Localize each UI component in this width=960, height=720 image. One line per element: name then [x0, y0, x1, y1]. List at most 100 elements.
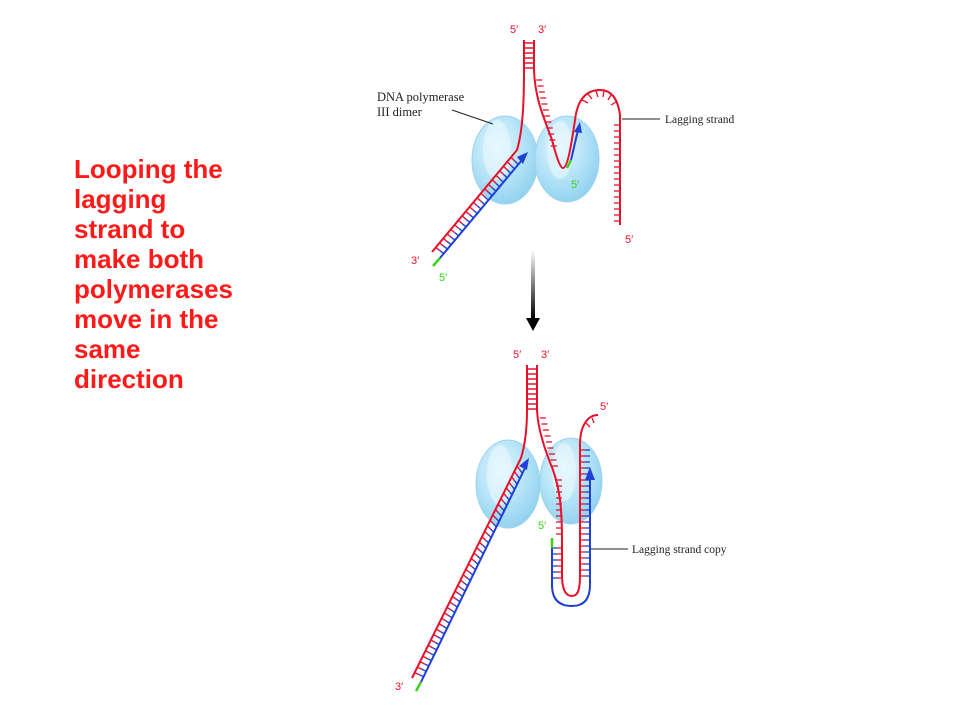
caption-line: strand to [74, 214, 186, 244]
caption: Looping the lagging strand to make both … [74, 154, 284, 394]
base-pair-rung [435, 246, 441, 252]
bottom-diagram: Lagging strand copy 5′ 3′ 5′ 5′ 3′ [395, 349, 727, 693]
base-pair-rung [446, 233, 452, 238]
base-pair-rung [469, 214, 474, 219]
base-pair-rung [449, 601, 454, 606]
base-pair-rung [473, 552, 478, 557]
base-pair-rung [516, 466, 521, 471]
base-pair-rung [476, 197, 482, 202]
leading-arrowhead [519, 458, 529, 470]
base-pair-rung [585, 422, 591, 428]
base-pair-rung [513, 480, 518, 485]
base-pair-rung [479, 541, 484, 546]
base-pair-rung [458, 593, 464, 597]
base-pair-rung [476, 547, 481, 552]
base-pair-rung [492, 523, 497, 528]
base-pair-rung [465, 568, 470, 573]
base-pair-rung [473, 201, 478, 207]
base-pair-rung [427, 644, 433, 649]
base-pair-rung [463, 582, 469, 587]
base-pair-rung [490, 528, 495, 533]
base-pair-rung [468, 563, 473, 568]
base-pair-rung [446, 606, 452, 611]
base-pair-rung [446, 241, 452, 246]
caption-line: same [74, 334, 141, 364]
base-pair-rung [450, 236, 456, 241]
base-pair-rung [492, 514, 497, 519]
base-pair-rung [457, 219, 463, 225]
base-pair-rung [514, 471, 518, 476]
base-pair-rung [511, 485, 516, 490]
base-pair-rung [435, 628, 441, 633]
base-pair-rung [506, 161, 512, 166]
base-pair-rung [439, 242, 444, 247]
base-pair-rung [460, 579, 465, 584]
polymerase-label-line2: III dimer [377, 105, 423, 119]
base-pair-rung [425, 650, 431, 654]
base-pair-rung [454, 224, 459, 229]
primer-top-lagging [565, 159, 573, 169]
base-pair-rung [433, 633, 439, 638]
base-pair-rung [595, 90, 599, 98]
base-pair-rung [495, 174, 501, 180]
base-pair-rung [500, 498, 505, 503]
base-pair-rung [484, 531, 489, 536]
base-pair-rung [487, 525, 492, 530]
base-pair-rung [503, 173, 508, 179]
base-pair-rung [503, 493, 508, 498]
end-label-3prime: 3′ [538, 24, 546, 36]
base-pair-rung [481, 536, 486, 541]
base-pair-rung [437, 636, 443, 640]
base-pair-rung [442, 237, 448, 243]
base-pair-rung [434, 641, 440, 646]
end-label-5prime: 5′ [510, 24, 518, 36]
end-label-3prime: 3′ [411, 255, 419, 267]
base-pair-rung [419, 661, 425, 665]
caption-line: move in the [74, 304, 219, 334]
base-pair-rung [457, 585, 462, 589]
lagging-new-strand [570, 129, 579, 161]
lagging-strand-copy-label: Lagging strand copy [632, 544, 727, 556]
base-pair-rung [476, 555, 482, 560]
base-pair-rung [438, 623, 444, 627]
leading-template-strand [431, 69, 525, 253]
base-pair-rung [516, 474, 521, 480]
base-pair-rung [461, 215, 467, 220]
lagging-strand-label: Lagging strand [665, 114, 735, 126]
parental-duplex [523, 40, 535, 70]
base-pair-rung [480, 200, 486, 206]
base-pair-rung [476, 205, 482, 210]
lagging-template-strand [533, 69, 621, 225]
base-pair-rung [424, 663, 430, 667]
base-pair-rung [506, 169, 512, 174]
base-pair-rung [450, 228, 456, 234]
base-pair-rung [432, 647, 437, 651]
base-pair-rung [418, 673, 424, 678]
base-pair-rung [499, 170, 504, 175]
base-pair-rung [491, 187, 497, 192]
end-label-5prime: 5′ [513, 349, 521, 361]
base-pair-rung [429, 652, 435, 656]
base-pair-rung [511, 476, 516, 482]
base-pair-rung [452, 596, 457, 600]
base-pair-rung [469, 571, 474, 576]
base-pair-rung [442, 625, 448, 630]
base-pair-rung [508, 482, 513, 487]
caption-line: direction [74, 364, 184, 394]
base-pair-rung [602, 90, 605, 98]
caption-line: lagging [74, 184, 167, 214]
polymerase-label-line1: DNA polymerase [377, 90, 465, 104]
base-pair-rung [514, 160, 519, 165]
base-pair-rung [466, 577, 471, 581]
base-pair-rung [487, 534, 492, 539]
primer-bottom-leading [414, 681, 423, 692]
top-diagram: DNA polymerase III dimer Lagging strand … [377, 24, 735, 284]
base-pair-rung [510, 164, 516, 170]
base-pair-rung [465, 218, 471, 223]
base-pair-rung [505, 487, 510, 492]
base-pair-rung [479, 550, 484, 555]
base-pair-rung [488, 183, 493, 189]
base-pair-rung [474, 560, 479, 565]
lagging-template-strand [536, 409, 599, 598]
